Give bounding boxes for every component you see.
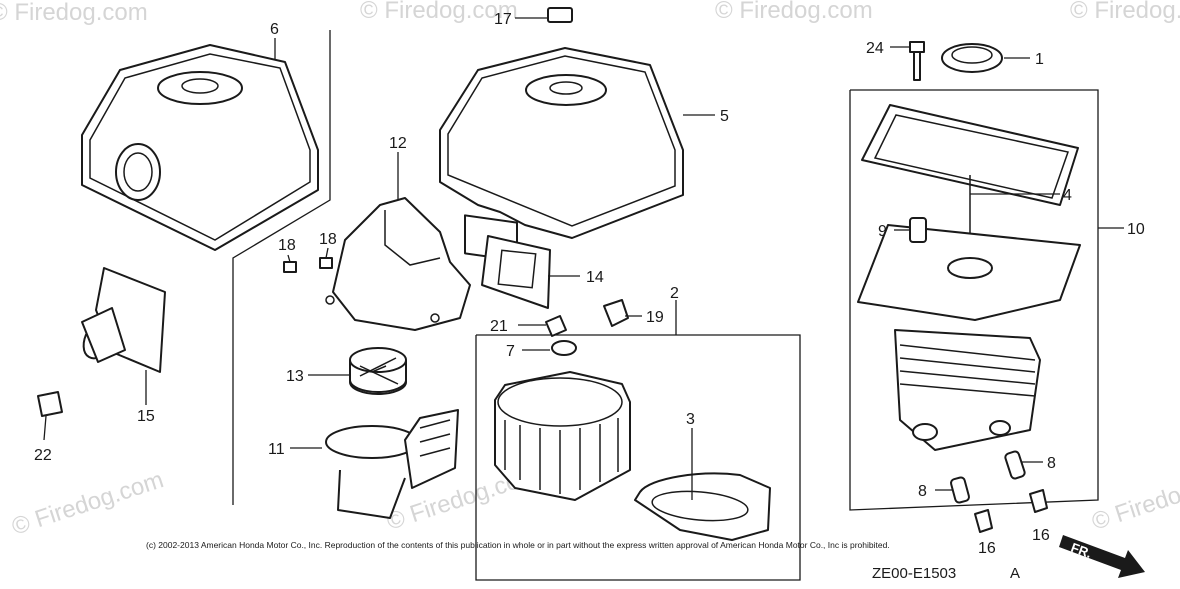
callout-2: 2 [670, 285, 679, 302]
part-24-bolt [909, 41, 925, 81]
paper-element [494, 371, 631, 501]
small-parts [37, 7, 1048, 533]
watermark: © Firedog.com [715, 0, 873, 24]
part-18-screw [319, 257, 333, 269]
divider-lines [232, 30, 1099, 581]
part-17-clip [547, 7, 573, 23]
callout-7: 7 [506, 343, 515, 360]
callout-12: 12 [389, 135, 407, 152]
callout-5: 5 [720, 108, 729, 125]
callout-9: 9 [878, 223, 887, 240]
callout-18: 18 [278, 237, 296, 254]
part-19-nut [603, 299, 629, 327]
front-direction-arrow-icon: FR. [1059, 535, 1145, 578]
part-16-cap [974, 509, 993, 533]
callout-3: 3 [686, 411, 695, 428]
part-8-tube [950, 476, 970, 504]
part-4-gasket [861, 104, 1079, 260]
part-5-cover [439, 47, 684, 262]
callout-16: 16 [1032, 527, 1050, 544]
copyright-notice: (c) 2002-2013 American Honda Motor Co., … [146, 540, 890, 550]
part-21-wing-nut [545, 315, 567, 337]
part-1-seal [941, 43, 1003, 73]
callout-24: 24 [866, 40, 884, 57]
callout-19: 19 [646, 309, 664, 326]
callout-18: 18 [319, 231, 337, 248]
watermark: © Firedog.com [9, 466, 167, 540]
part-13-screen [349, 347, 407, 395]
callout-16: 16 [978, 540, 996, 557]
part-8-tube [1004, 450, 1026, 480]
callout-8: 8 [1047, 455, 1056, 472]
part-16-cap [1029, 489, 1048, 513]
callout-1: 1 [1035, 51, 1044, 68]
callout-4: 4 [1063, 187, 1072, 204]
callout-21: 21 [490, 318, 508, 335]
callout-13: 13 [286, 368, 304, 385]
callout-11: 11 [268, 441, 285, 458]
callout-17: 17 [494, 11, 512, 28]
part-12-duct [325, 197, 471, 331]
watermark: © Firedog.com [1070, 0, 1180, 24]
watermark: © Firedog.com [0, 0, 148, 26]
callouts: 1 2 3 4 5 6 7 8 8 9 10 11 12 13 14 15 16… [34, 11, 1145, 557]
leader-lines [43, 17, 1124, 500]
part-3-foam [634, 472, 771, 541]
part-15-elbow [81, 267, 166, 373]
callout-6: 6 [270, 21, 279, 38]
callout-14: 14 [586, 269, 604, 286]
part-14-gasket [481, 235, 551, 309]
callout-22: 22 [34, 447, 52, 464]
part-10-body [857, 224, 1081, 451]
watermark: © Firedog.com [1089, 461, 1180, 535]
watermark: © Firedog.com [360, 0, 518, 24]
reference-suffix: A [1010, 565, 1020, 582]
direction-label: FR. [1069, 540, 1094, 561]
part-18-screw [283, 261, 297, 273]
part-11-case [325, 409, 459, 519]
callout-10: 10 [1127, 221, 1145, 238]
part-7-nut [551, 340, 577, 356]
callout-15: 15 [137, 408, 155, 425]
reference-code: ZE00-E1503 [872, 565, 956, 582]
part-6-cover [81, 44, 319, 251]
callout-8: 8 [918, 483, 927, 500]
part-9-collar [909, 217, 927, 243]
part-22-bolt [37, 391, 63, 417]
